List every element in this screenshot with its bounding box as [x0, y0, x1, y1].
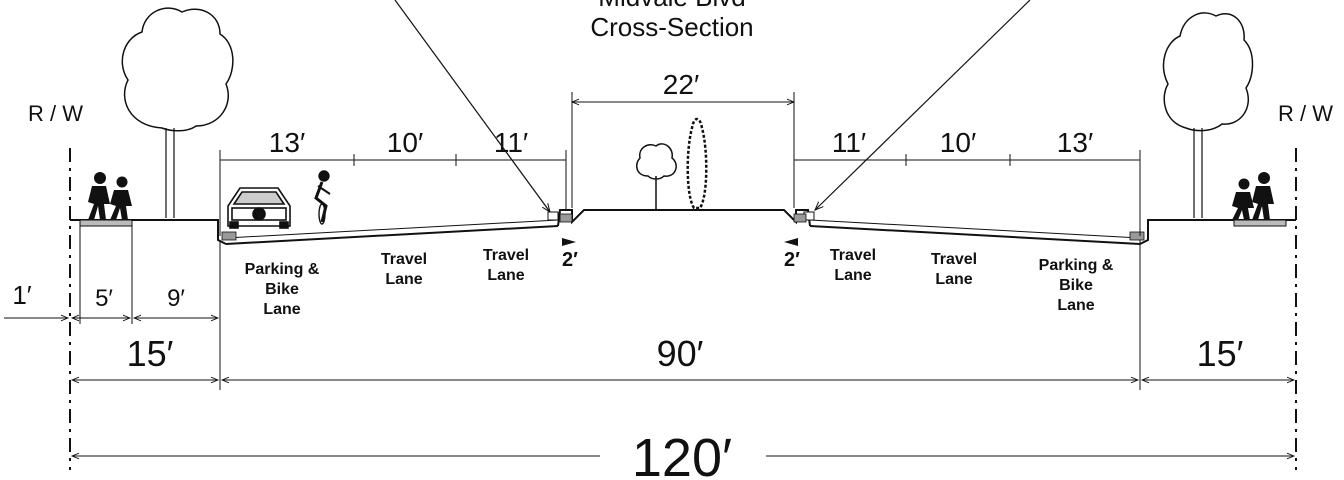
gutter-arrow-left: [562, 238, 576, 246]
lane-label-right-parking-3: Lane: [1057, 297, 1094, 314]
roadway-profile: [70, 209, 1296, 245]
pavement-base-right: [809, 219, 1141, 239]
lane-label-left-parking-1: Parking &: [245, 261, 320, 278]
title-line-1: Midvale Blvd: [598, 0, 745, 12]
lane-label-left-parking-3: Lane: [263, 301, 300, 318]
dim-terrace: 9′: [167, 285, 185, 312]
dim-right-lane-inner: 11′: [832, 127, 866, 158]
title-line-2: Cross-Section: [590, 12, 753, 42]
pedestrians-right-icon: [1232, 172, 1274, 220]
lane-label-left-travel-inner-2: Lane: [487, 267, 524, 284]
lane-label-right-travel-inner-1: Travel: [830, 247, 876, 264]
row-marker-left: R / W: [28, 101, 83, 126]
dim-total: 120′: [632, 428, 732, 480]
dim-left-lane-inner: 11′: [494, 127, 528, 158]
lane-label-right-travel-outer-1: Travel: [931, 251, 977, 268]
lane-label-left-parking-2: Bike: [265, 281, 299, 298]
dim-left-lane-outer: 10′: [387, 127, 423, 158]
dim-right-side: 15′: [1197, 333, 1244, 374]
lane-label-left-travel-outer-2: Lane: [385, 271, 422, 288]
median-trees-icon: [635, 117, 708, 210]
tree-left-icon: [121, 7, 234, 218]
bicyclist-icon: [314, 170, 331, 225]
dim-roadway: 90′: [657, 333, 704, 374]
row-marker-right: R / W: [1278, 101, 1333, 126]
dim-left-side: 15′: [127, 333, 174, 374]
lane-label-left-travel-outer-1: Travel: [381, 251, 427, 268]
lane-label-right-travel-outer-2: Lane: [935, 271, 972, 288]
gutter-dim-left: 2′: [562, 249, 578, 271]
lane-label-right-parking-1: Parking &: [1039, 257, 1114, 274]
dim-right-parking: 13′: [1057, 127, 1093, 158]
dim-ticks-lower: [79, 226, 1141, 390]
leader-line-left: [394, 0, 551, 214]
curb-left: [221, 211, 573, 241]
dim-right-lane-outer: 10′: [940, 127, 976, 158]
curb-right: [793, 211, 1145, 241]
dim-offset: 1′: [12, 280, 31, 310]
dim-sidewalk: 5′: [95, 285, 113, 312]
lane-label-left-travel-inner-1: Travel: [483, 247, 529, 264]
dim-ticks-upper: [219, 150, 1141, 236]
sidewalk-left: [79, 219, 133, 227]
dim-median: 22′: [663, 69, 699, 100]
pedestrians-left-icon: [88, 172, 132, 220]
dim-left-parking: 13′: [269, 127, 305, 158]
gutter-arrow-right: [784, 238, 798, 246]
tree-right-icon: [1162, 12, 1254, 218]
lane-label-right-parking-2: Bike: [1059, 277, 1093, 294]
gutter-dim-right: 2′: [784, 249, 800, 271]
pavement-base-left: [225, 219, 559, 239]
leader-line-right: [814, 0, 1031, 211]
sidewalk-right: [1233, 219, 1287, 227]
lane-label-right-travel-inner-2: Lane: [834, 267, 871, 284]
car-icon: [227, 187, 291, 229]
